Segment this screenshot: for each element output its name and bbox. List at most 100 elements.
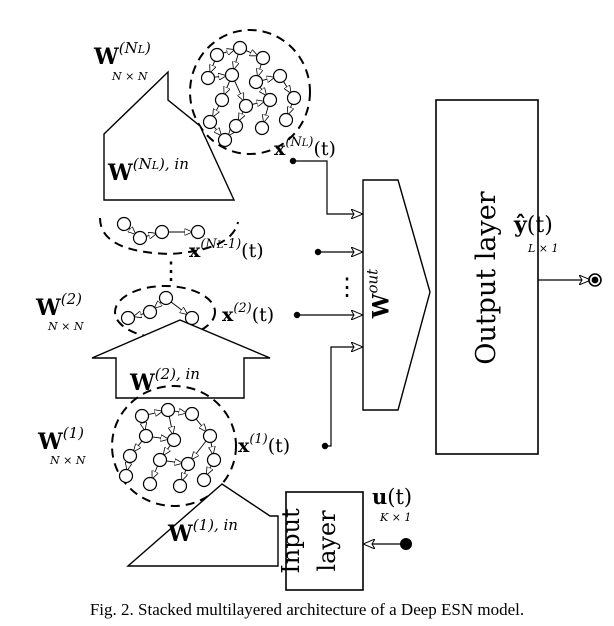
reservoir-link [214, 76, 225, 77]
y-label: ŷ(t) [514, 212, 553, 238]
reservoir-link [152, 437, 167, 439]
w-2-label: W(2) [36, 290, 82, 321]
reservoir-link [170, 301, 187, 314]
reservoir-neuron [160, 402, 176, 418]
reservoir-link [174, 411, 185, 413]
reservoir-link [153, 465, 158, 478]
layer-ellipsis: ⋮ [159, 257, 183, 285]
reservoir-neuron [262, 92, 278, 108]
reservoir-link [207, 465, 211, 474]
reservoir-neuron [134, 408, 150, 424]
reservoir-link [166, 461, 181, 463]
reservoir-nl-boundary [189, 29, 311, 155]
reservoir-link [214, 126, 221, 135]
x-2-label: x(2)(t) [222, 301, 275, 326]
reservoir-neuron [206, 452, 222, 468]
reservoir-1-boundary [111, 385, 237, 507]
reservoir-link [283, 81, 290, 92]
reservoir-nl-1-boundary [99, 217, 239, 256]
reservoir-link [245, 51, 257, 56]
reservoir-neuron [200, 70, 216, 86]
reservoir-neuron [116, 216, 132, 232]
input-ellipsis: ⋮ [335, 273, 359, 301]
reservoir-link [223, 50, 234, 53]
reservoir-link [229, 131, 232, 135]
reservoir-link [239, 111, 243, 120]
reservoir-neuron [202, 428, 218, 444]
reservoir-link [234, 54, 238, 69]
output-layer-box [435, 99, 539, 455]
w-nl-label: W(NL) [94, 39, 151, 70]
reservoir-link [260, 86, 266, 95]
input-layer-label-1: Input [277, 508, 305, 574]
reservoir-link [213, 105, 219, 117]
reservoir-link [210, 60, 214, 72]
input-connection [364, 538, 412, 550]
reservoir-link [127, 462, 128, 469]
reservoir-neuron [228, 118, 244, 134]
input-layer-box [285, 491, 364, 591]
output-connection [538, 273, 602, 287]
reservoir-neuron [166, 432, 182, 448]
reservoir-link [134, 314, 144, 317]
reservoir-nl-1-links [129, 228, 192, 236]
reservoir-link [262, 78, 273, 81]
x-nl-label: x(NL)(t) [274, 135, 336, 160]
reservoir-link [192, 440, 207, 459]
reservoir-neuron [132, 230, 148, 246]
state-connections [289, 157, 362, 450]
reservoir-link [288, 103, 292, 114]
reservoir-neuron [286, 90, 302, 106]
reservoir-neuron [224, 67, 240, 83]
reservoir-neuron [232, 40, 248, 56]
reservoir-neuron [217, 132, 233, 148]
reservoir-neuron [122, 448, 138, 464]
reservoir-link [143, 422, 144, 429]
reservoir-neuron [214, 92, 230, 108]
y-size: L × 1 [528, 242, 559, 255]
w-out-label: Wout [363, 268, 395, 319]
reservoir-link [134, 440, 143, 451]
x-nl-1-label: x(NL-1)(t) [189, 237, 264, 262]
reservoir-neuron [138, 428, 154, 444]
w-out-block [362, 179, 431, 411]
w-1-in-label: W(1), in [168, 516, 238, 547]
w-1-label: W(1) [38, 424, 84, 455]
reservoir-neuron [272, 68, 288, 84]
output-layer-label: Output layer [471, 191, 502, 365]
reservoir-l1-links [127, 411, 213, 480]
w-2-in-block [91, 319, 271, 399]
reservoir-neuron [120, 310, 136, 326]
reservoir-neuron [152, 452, 168, 468]
reservoir-link [195, 418, 206, 431]
reservoir-neuron [248, 74, 264, 90]
x-1-label: x(1)(t) [238, 432, 291, 457]
reservoir-link [148, 411, 161, 414]
reservoir-link [224, 80, 229, 94]
reservoir-link [169, 416, 172, 433]
reservoir-link [258, 64, 261, 76]
reservoir-neuron [190, 224, 206, 240]
reservoir-neuron [142, 304, 158, 320]
reservoir-link [234, 80, 244, 100]
w-2-in-label: W(2), in [130, 365, 200, 396]
reservoir-neuron [238, 98, 254, 114]
reservoir-link [155, 302, 161, 307]
reservoir-link [146, 234, 155, 237]
figure-caption: Fig. 2. Stacked multilayered architectur… [89, 600, 525, 619]
reservoir-nl-links [210, 50, 291, 135]
reservoir-l2-links [134, 302, 187, 316]
w-nl-in-label: W(NL), in [108, 155, 189, 186]
reservoir-neuron [180, 456, 196, 472]
w-1-in-block [126, 483, 279, 567]
reservoir-neuron [158, 290, 174, 306]
w-2-size: N × N [48, 320, 84, 333]
reservoir-neuron [254, 120, 270, 136]
u-size: K × 1 [380, 511, 412, 524]
reservoir-neuron [154, 224, 170, 240]
reservoir-neuron [278, 112, 294, 128]
reservoir-neuron [118, 468, 134, 484]
reservoir-neuron [142, 476, 158, 492]
reservoir-neuron [202, 114, 218, 130]
